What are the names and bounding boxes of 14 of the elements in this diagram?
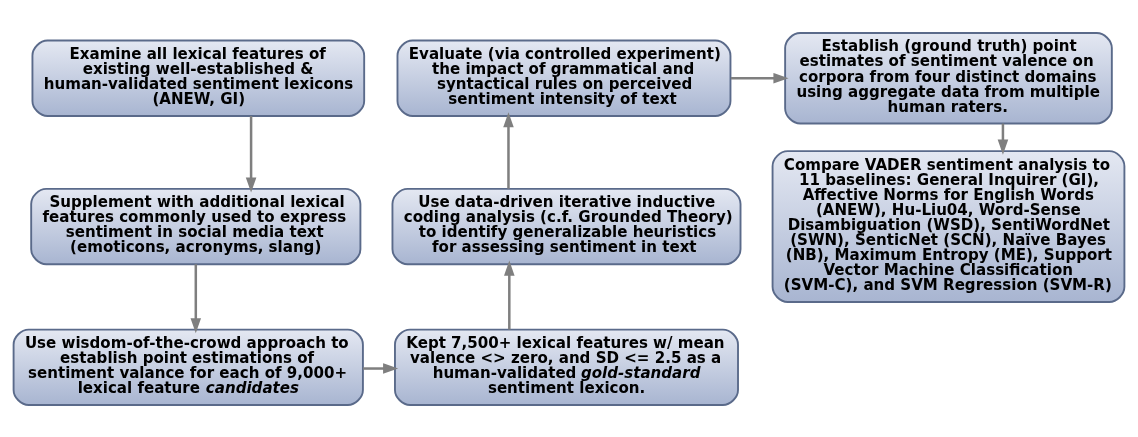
node-box: Establish (ground truth) point estimates of sentiment valence on corpora from four distinct domains using aggregate data from multiple human raters.	[784, 31, 1113, 124]
node-box: Use data-driven iterative inductive coding analysis (c.f. Grounded Theory) to identify generalizable heuristics for assessing sentiment in text	[391, 187, 742, 265]
arrow	[245, 115, 257, 193]
arrow	[363, 362, 399, 374]
node-box: Examine all lexical features of existing well-established & human-validated sentiment lexicons (ANEW, GI)	[31, 39, 366, 117]
arrow	[730, 72, 789, 84]
arrow	[503, 111, 514, 189]
arrow	[504, 260, 515, 330]
node-box: Supplement with additional lexical features commonly used to express sentiment in social media text (emoticons, acronyms, slang)	[30, 187, 362, 265]
node-box: Evaluate (via controlled experiment) the impact of grammatical and syntactical rules on perceived sentiment intensity of text	[396, 39, 732, 117]
node-box: Kept 7,500+ lexical features w/ mean valence <> zero, and SD <= 2.5 as a human-validated gold-standard sentiment lexicon.	[394, 328, 739, 406]
arrow	[190, 263, 202, 333]
node-box: Use wisdom-of-the-crowd approach to establish point estimations of sentiment valance for each of 9,000+ lexical feature candidates	[12, 328, 364, 406]
node-box: Compare VADER sentiment analysis to 11 baselines: General Inquirer (GI), Affective Norms for English Words (ANEW), Hu-Liu04, Word-Sense Disambiguation (WSD), SentiWordNet (SWN), SenticNet (SCN), Naïve Bayes (NB), Maximum Entropy (ME), Support Vector Machine Classification (SVM-C), and SVM Regression (SVM-R)	[771, 149, 1126, 303]
